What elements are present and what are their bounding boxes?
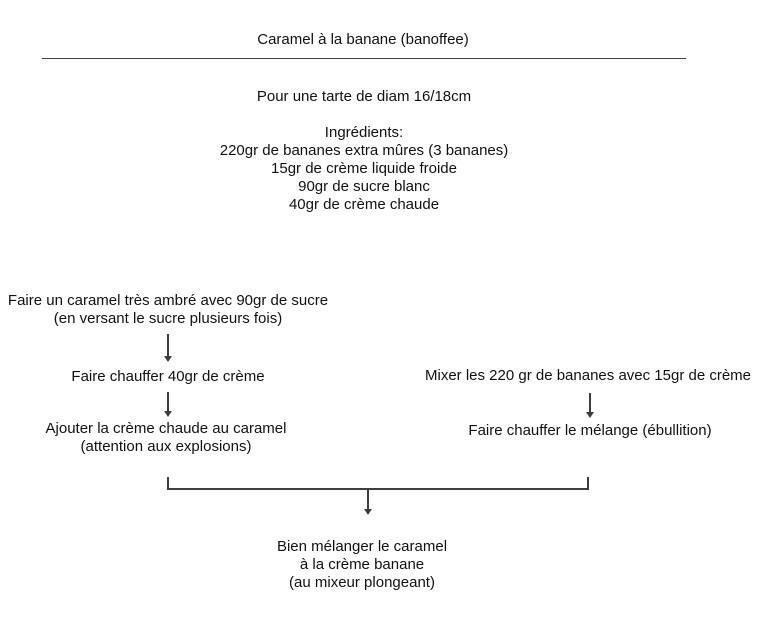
step-add-cream-line2: (attention aux explosions) — [80, 438, 252, 455]
step-final-mix-line3: (au mixeur plongeant) — [289, 574, 435, 591]
page-title: Caramel à la banane (banoffee) — [257, 31, 469, 48]
step-mix-bananas: Mixer les 220 gr de bananes avec 15gr de… — [424, 367, 752, 384]
title-divider — [42, 58, 686, 59]
serving-note: Pour une tarte de diam 16/18cm — [256, 88, 472, 105]
ingredient-item: 220gr de bananes extra mûres (3 bananes) — [219, 142, 509, 159]
merge-bracket — [167, 477, 589, 490]
down-arrow-icon — [585, 393, 595, 418]
ingredient-item: 40gr de crème chaude — [288, 196, 440, 213]
step-add-cream: Ajouter la crème chaude au caramel (atte… — [46, 420, 287, 456]
step-final-mix-line1: Bien mélanger le caramel — [276, 538, 448, 555]
down-arrow-icon — [163, 334, 173, 362]
step-make-caramel: Faire un caramel très ambré avec 90gr de… — [8, 292, 328, 328]
step-final-mix: Bien mélanger le caramel à la crème bana… — [277, 538, 447, 592]
step-heat-cream: Faire chauffer 40gr de crème — [71, 368, 265, 385]
ingredients-heading: Ingrédients: — [324, 124, 404, 141]
step-add-cream-line1: Ajouter la crème chaude au caramel — [45, 420, 287, 437]
step-final-mix-line2: à la crème banane — [299, 556, 425, 573]
ingredient-item: 15gr de crème liquide froide — [271, 160, 457, 177]
down-arrow-icon — [163, 392, 173, 417]
step-make-caramel-line2: (en versant le sucre plusieurs fois) — [53, 310, 283, 327]
ingredient-item: 90gr de sucre blanc — [298, 178, 430, 195]
step-heat-mixture: Faire chauffer le mélange (ébullition) — [468, 422, 712, 439]
ingredients-section: Ingrédients: 220gr de bananes extra mûre… — [220, 124, 509, 214]
step-make-caramel-line1: Faire un caramel très ambré avec 90gr de… — [7, 292, 329, 309]
down-arrow-icon — [363, 490, 373, 515]
